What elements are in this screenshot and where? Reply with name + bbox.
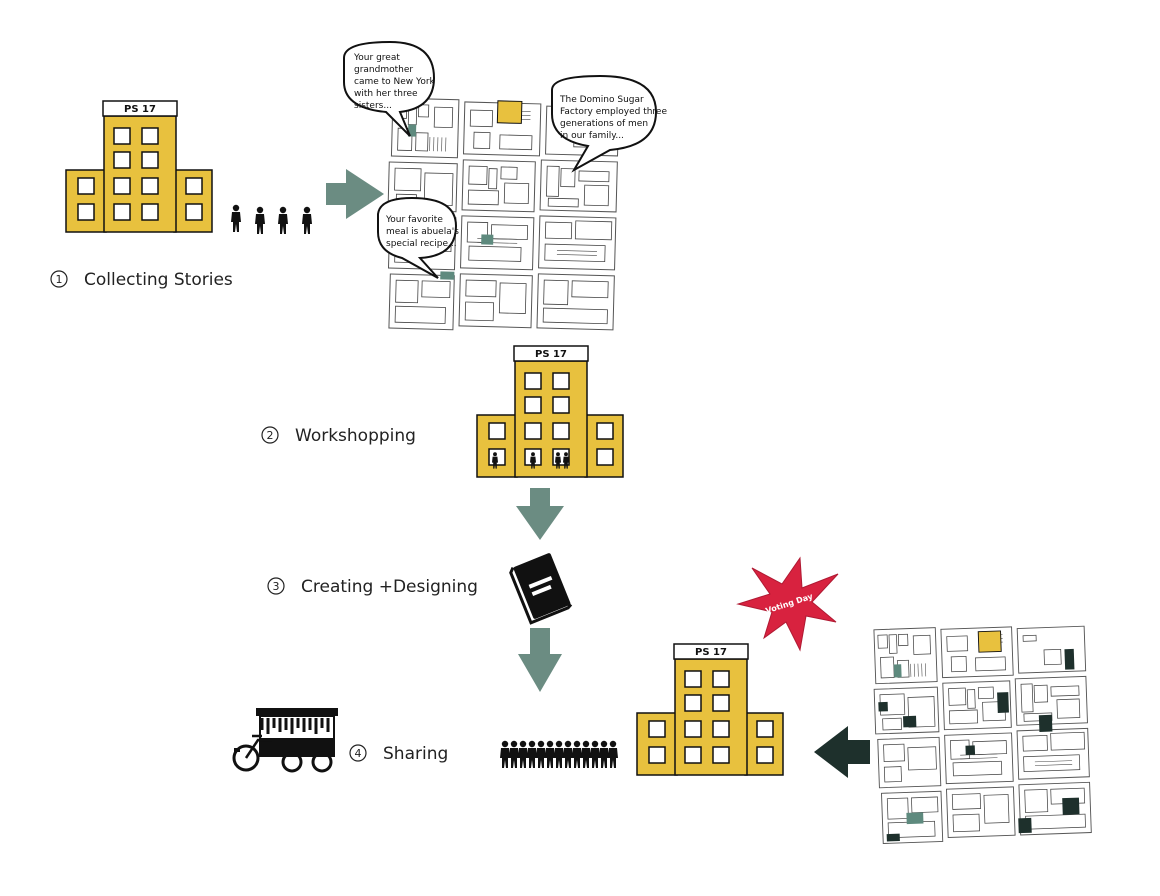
- step-number: 2: [267, 429, 274, 442]
- step-number-circle: [267, 577, 285, 595]
- story-bubble-2: The Domino Sugar Factory employed three …: [551, 74, 670, 173]
- step-label: Workshopping: [295, 426, 416, 446]
- step-4-label: 4 Sharing: [349, 744, 448, 764]
- bubble-line: Your great: [353, 53, 400, 63]
- arrow-down-1: [516, 488, 564, 540]
- step-number-circle: [50, 270, 68, 288]
- book-icon: [509, 553, 573, 625]
- voters-line: [500, 740, 618, 768]
- bubble-line: meal is abuela's: [386, 227, 459, 237]
- bubble-line: grandmother: [354, 65, 413, 75]
- food-cart-icon: [232, 706, 340, 773]
- bubble-line: special recipe...: [386, 239, 457, 249]
- bubble-line: The Domino Sugar: [559, 95, 644, 105]
- arrow-down-2: [518, 628, 562, 692]
- bubble-line: sisters...: [354, 101, 392, 111]
- arrow-right-1: [326, 169, 384, 219]
- bubble-line: with her three: [354, 89, 418, 99]
- school-building-3: PS 17: [636, 643, 784, 776]
- voting-day-burst: Voting Day: [736, 556, 839, 652]
- story-bubble-1: Your great grandmother came to New York …: [343, 40, 438, 137]
- step-number-circle: [261, 426, 279, 444]
- school-sign: PS 17: [695, 647, 727, 658]
- step-number: 1: [56, 273, 63, 286]
- neighborhood-map-2: [871, 621, 1092, 845]
- step-label: Sharing: [383, 744, 448, 764]
- svg-text:Your favorite meal is ab: Your favorite meal is abuela's special r…: [385, 215, 462, 249]
- bubble-line: came to New York: [354, 77, 436, 87]
- students-group: [231, 204, 312, 234]
- school-sign: PS 17: [124, 104, 156, 115]
- svg-text:Your great grandmother: Your great grandmother came to New York …: [353, 53, 438, 111]
- school-sign: PS 17: [535, 349, 567, 360]
- arrow-left-dark: [814, 726, 870, 778]
- step-1-label: 1 Collecting Stories: [50, 270, 233, 290]
- step-number-circle: [349, 744, 367, 762]
- bubble-line: generations of men: [560, 119, 648, 129]
- step-number: 4: [355, 747, 362, 760]
- story-bubble-3: Your favorite meal is abuela's special r…: [377, 196, 462, 279]
- svg-text:The Domino Sugar Factory: The Domino Sugar Factory employed three …: [559, 95, 670, 141]
- bubble-line: Factory employed three: [560, 107, 667, 117]
- school-building-2: PS 17: [476, 345, 624, 478]
- neighborhood-map-1: [384, 97, 620, 335]
- step-label: Creating +Designing: [301, 577, 478, 597]
- bubble-line: in our family...: [560, 131, 624, 141]
- step-label: Collecting Stories: [84, 270, 233, 290]
- step-number: 3: [273, 580, 280, 593]
- bubble-line: Your favorite: [385, 215, 443, 225]
- school-building-1: PS 17: [65, 100, 213, 233]
- step-2-label: 2 Workshopping: [261, 426, 416, 446]
- step-3-label: 3 Creating +Designing: [267, 577, 478, 597]
